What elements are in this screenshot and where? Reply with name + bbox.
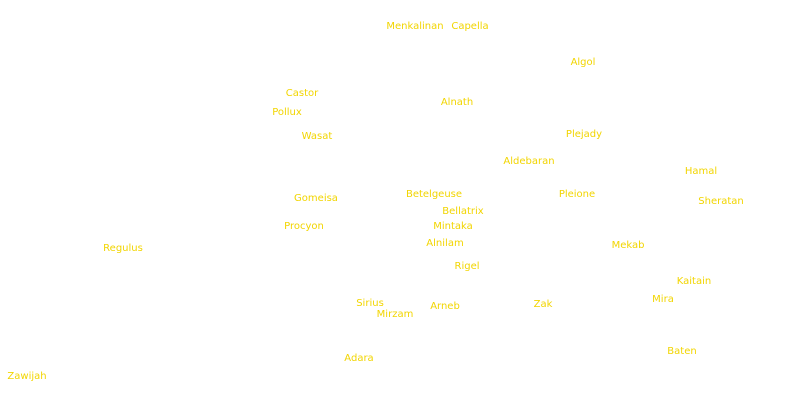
star-label-mintaka: Mintaka [433, 221, 473, 232]
star-label-mira: Mira [652, 294, 674, 305]
star-label-bellatrix: Bellatrix [442, 206, 484, 217]
star-label-castor: Castor [285, 88, 319, 99]
star-label-mekab: Mekab [611, 240, 645, 251]
star-label-sheratan: Sheratan [698, 196, 744, 207]
star-label-hamal: Hamal [684, 166, 718, 177]
star-label-mirzam: Mirzam [376, 309, 414, 320]
star-label-zak: Zak [533, 299, 553, 310]
star-label-procyon: Procyon [284, 221, 324, 232]
star-label-betelgeuse: Betelgeuse [405, 189, 463, 200]
star-label-regulus: Regulus [103, 243, 143, 254]
star-label-wasat: Wasat [301, 131, 333, 142]
star-label-sirius: Sirius [356, 298, 384, 309]
star-label-algol: Algol [570, 57, 596, 68]
star-label-alnilam: Alnilam [426, 238, 464, 249]
star-label-baten: Baten [667, 346, 697, 357]
star-label-zawijah: Zawijah [7, 371, 47, 382]
star-label-adara: Adara [344, 353, 374, 364]
star-label-kaitain: Kaitain [676, 276, 712, 287]
star-label-rigel: Rigel [454, 261, 480, 272]
star-label-plejady: Plejady [565, 129, 603, 140]
star-label-alnath: Alnath [440, 97, 474, 108]
star-label-pollux: Pollux [272, 107, 302, 118]
star-label-gomeisa: Gomeisa [294, 193, 338, 204]
star-label-menkalinan: Menkalinan [386, 21, 444, 32]
star-label-pleione: Pleione [558, 189, 596, 200]
star-label-aldebaran: Aldebaran [503, 156, 555, 167]
star-label-arneb: Arneb [430, 301, 460, 312]
star-label-capella: Capella [451, 21, 489, 32]
